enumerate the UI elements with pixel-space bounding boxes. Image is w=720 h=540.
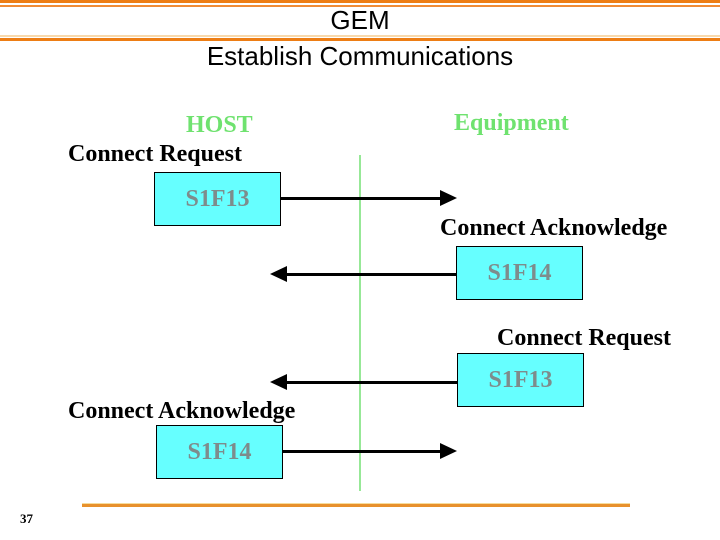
title-divider-light <box>0 35 720 37</box>
step3-message-id: S1F13 <box>488 366 553 393</box>
step1-label: Connect Request <box>68 141 242 167</box>
arrow-head-icon <box>440 190 457 206</box>
step2-message-id: S1F14 <box>487 259 552 286</box>
arrow-head-icon <box>270 266 287 282</box>
step4-label: Connect Acknowledge <box>68 398 296 424</box>
page-number: 37 <box>20 511 33 526</box>
step2-arrow-left-icon <box>270 266 456 282</box>
arrow-shaft <box>284 380 457 384</box>
step2-message-box: S1F14 <box>456 246 583 300</box>
lifeline-divider <box>359 155 361 491</box>
host-column-header: HOST <box>186 112 253 138</box>
step3-arrow-left-icon <box>270 374 457 390</box>
step4-arrow-right-icon <box>283 443 457 459</box>
step3-message-box: S1F13 <box>457 353 584 407</box>
arrow-head-icon <box>440 443 457 459</box>
top-border-thick <box>0 0 720 3</box>
arrow-shaft <box>284 272 456 276</box>
step1-message-id: S1F13 <box>185 185 250 212</box>
slide-title-line1: GEM <box>330 5 390 35</box>
arrow-head-icon <box>270 374 287 390</box>
slide-title-line2: Establish Communications <box>206 41 514 71</box>
step4-message-box: S1F14 <box>156 425 283 479</box>
arrow-shaft <box>281 196 443 200</box>
step4-message-id: S1F14 <box>187 438 252 465</box>
title-divider-thick <box>0 38 720 41</box>
step1-arrow-right-icon <box>281 190 457 206</box>
arrow-shaft <box>283 449 443 453</box>
equipment-column-header: Equipment <box>454 110 569 136</box>
step3-label: Connect Request <box>497 325 671 351</box>
step2-label: Connect Acknowledge <box>440 215 668 241</box>
top-border-thin <box>0 5 720 7</box>
step1-message-box: S1F13 <box>154 172 281 226</box>
footer-divider <box>82 503 630 507</box>
